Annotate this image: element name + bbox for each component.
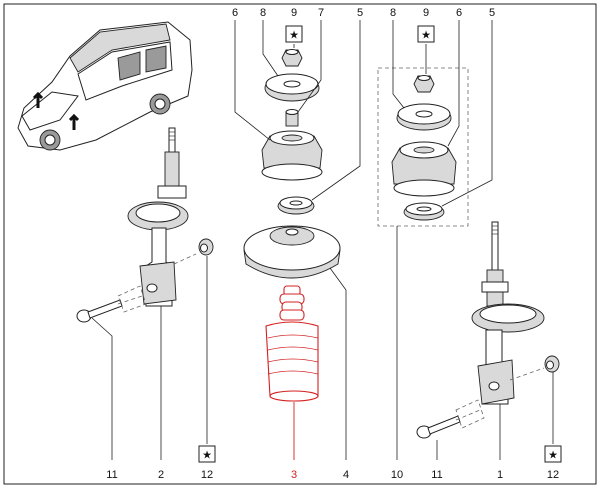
nut-9-center xyxy=(281,49,303,67)
callout-4: 4 xyxy=(343,469,349,481)
diagram-frame xyxy=(3,3,597,485)
callout-labels-bottom: 11 2 12 3 4 10 11 1 12 xyxy=(106,469,559,481)
callout-6: 6 xyxy=(456,7,462,19)
callout-5: 5 xyxy=(489,7,495,19)
callout-9: 9 xyxy=(291,7,297,19)
callout-8: 8 xyxy=(260,7,266,19)
star-box-12b: ★ xyxy=(544,445,562,463)
callout-9: 9 xyxy=(423,7,429,19)
star-box-9b: ★ xyxy=(417,25,435,43)
callout-3-highlighted: 3 xyxy=(291,469,297,481)
washer-8-center xyxy=(264,73,320,102)
star-box-12a: ★ xyxy=(198,445,216,463)
callout-1: 1 xyxy=(497,469,503,481)
callout-11: 11 xyxy=(431,469,442,481)
callout-6: 6 xyxy=(232,7,238,19)
upper-mount-6-center xyxy=(261,130,323,181)
svg-text:★: ★ xyxy=(548,450,558,462)
callout-2: 2 xyxy=(158,469,164,481)
bolt-right xyxy=(416,399,485,439)
nut-right xyxy=(509,355,560,381)
callout-5: 5 xyxy=(357,7,363,19)
callout-12: 12 xyxy=(201,469,213,481)
svg-text:★: ★ xyxy=(421,30,431,42)
svg-text:★: ★ xyxy=(202,450,212,462)
dust-boot-3 xyxy=(265,285,319,402)
callout-8: 8 xyxy=(390,7,396,19)
svg-text:★: ★ xyxy=(289,30,299,42)
bearing-5-center xyxy=(277,196,315,215)
strut-assembly-left xyxy=(127,127,189,307)
bolt-left xyxy=(76,285,147,323)
callout-11: 11 xyxy=(106,469,117,481)
callout-10: 10 xyxy=(391,469,403,481)
star-box-9a: ★ xyxy=(285,25,303,43)
kit-box-10 xyxy=(377,67,469,227)
car-illustration xyxy=(17,21,193,151)
leader-lines-bottom xyxy=(91,226,554,460)
spacer-7 xyxy=(285,109,299,127)
leader-lines-top xyxy=(234,20,493,207)
spring-seat-4 xyxy=(243,225,341,279)
callout-7: 7 xyxy=(318,7,324,19)
nut-left xyxy=(173,238,214,265)
callout-labels-top: 6 8 9 7 5 8 9 6 5 xyxy=(232,7,495,19)
callout-12: 12 xyxy=(547,469,559,481)
strut-assembly-right xyxy=(471,221,545,405)
